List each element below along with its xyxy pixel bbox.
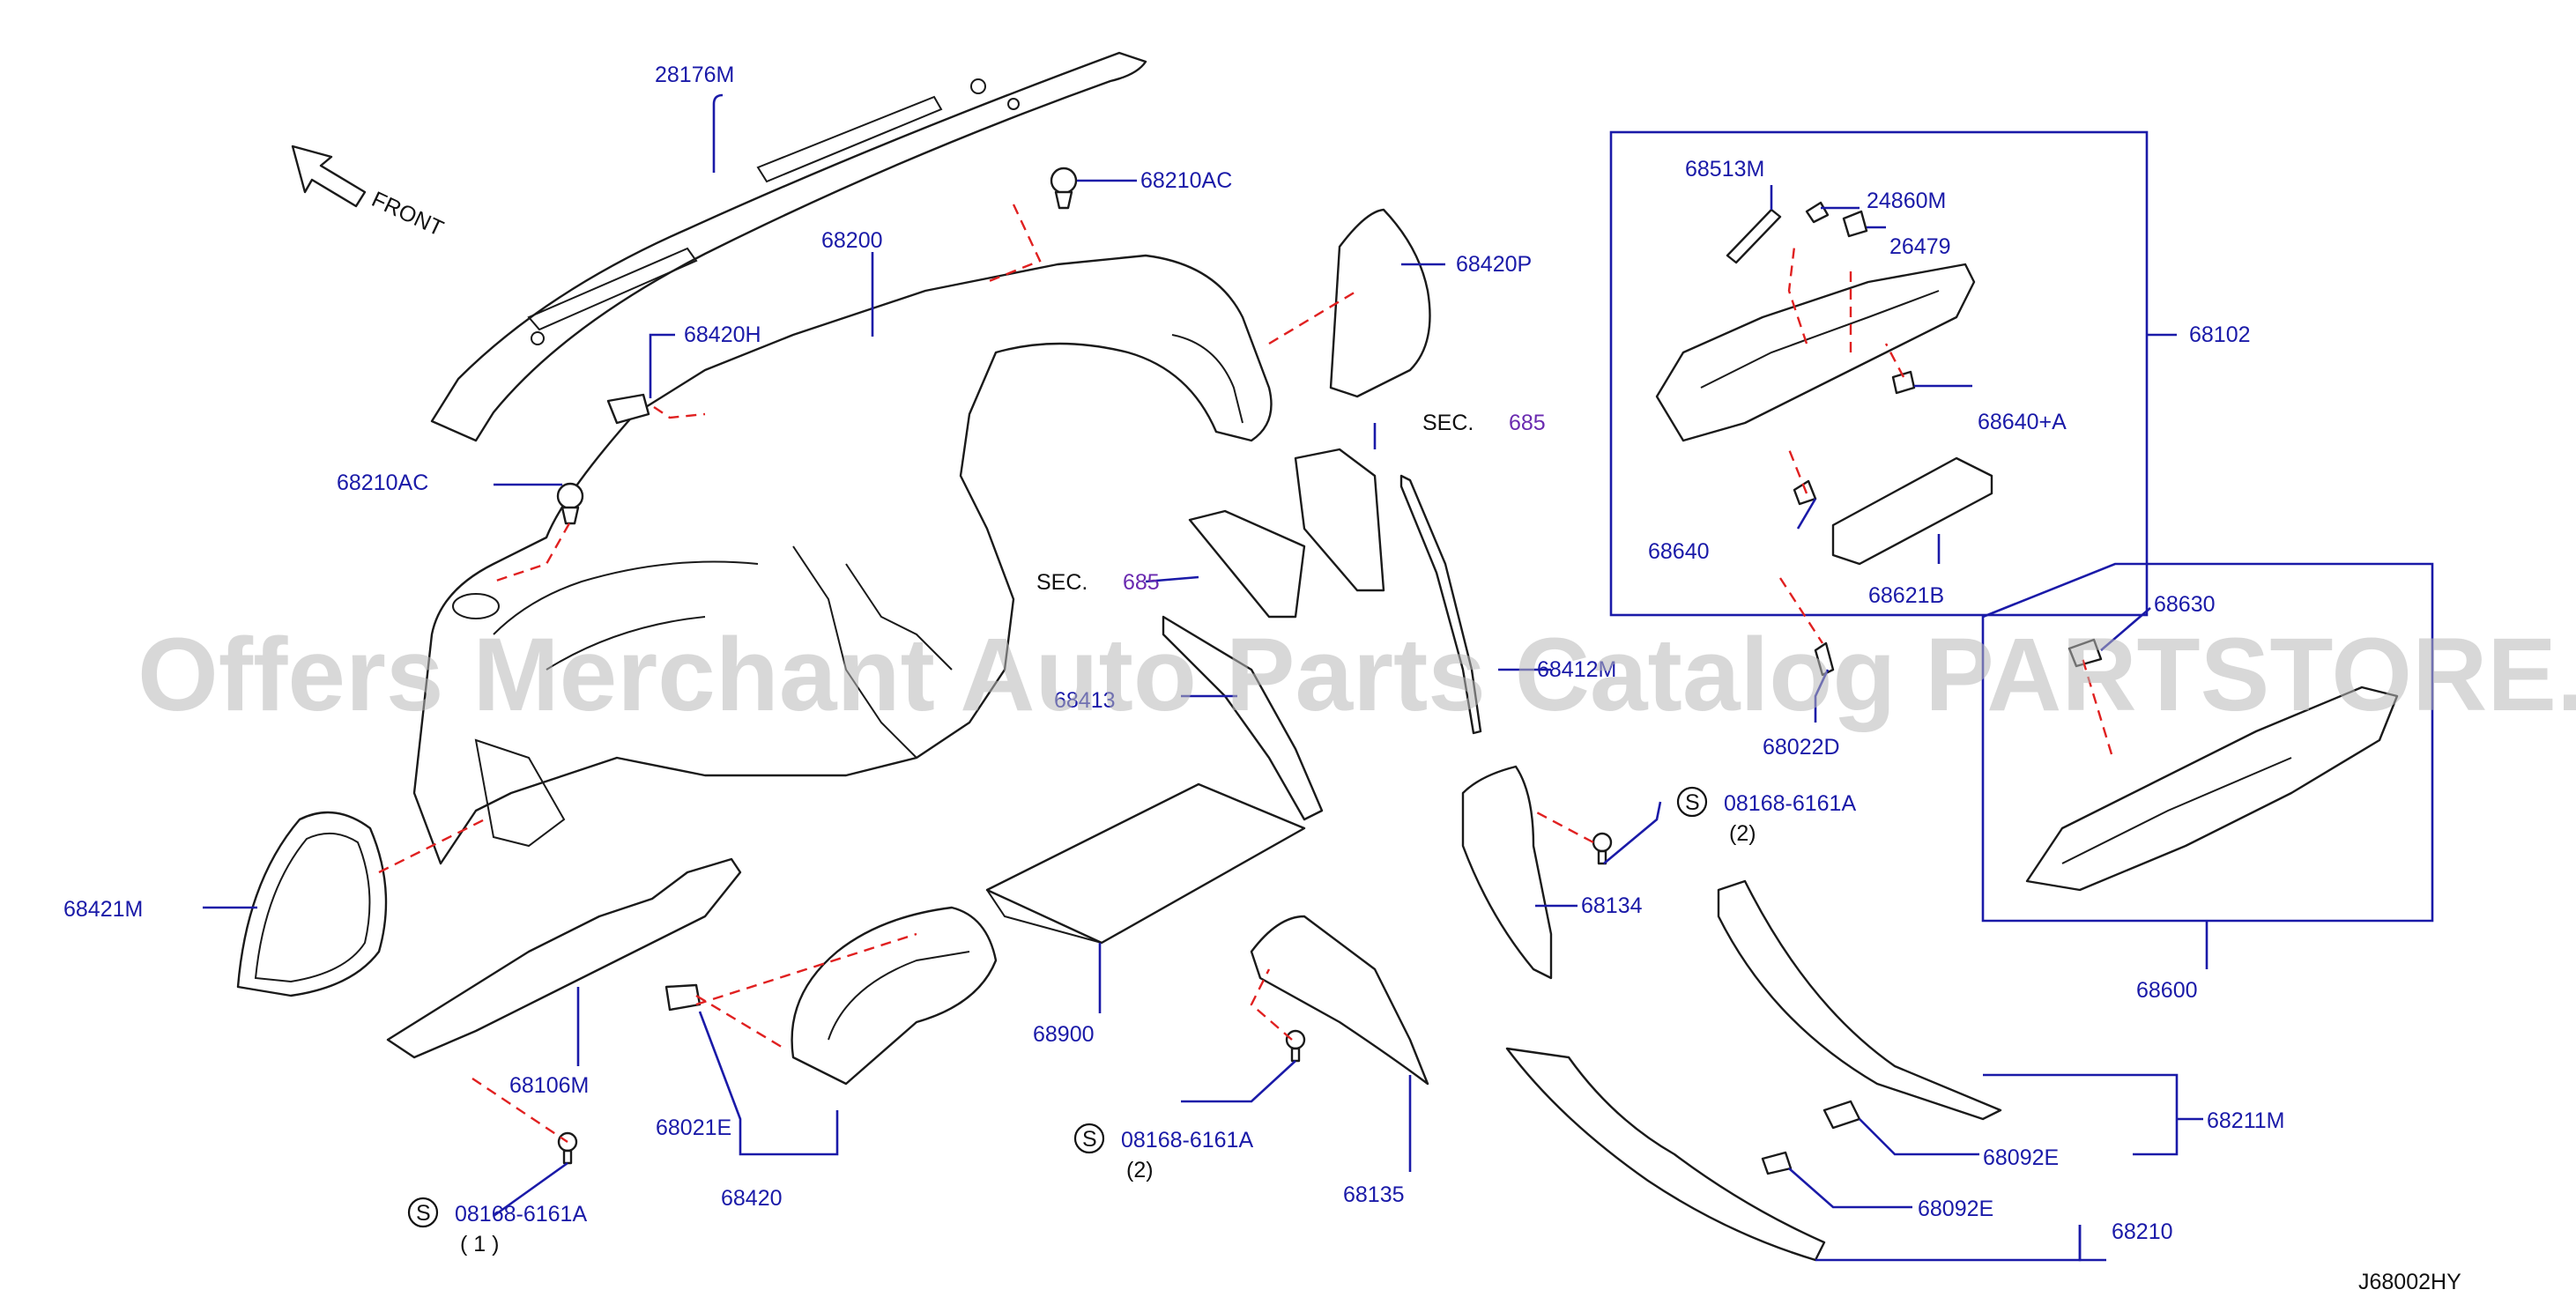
bolt-callout-right: S 08168-6161A (2)	[1676, 786, 1856, 846]
bolt-callout-center: S 08168-6161A (2)	[1073, 1123, 1253, 1182]
clip-68092e-b-part	[1761, 1151, 1793, 1175]
label-68102: 68102	[2189, 322, 2251, 347]
sec-ref-prefix-2: SEC.	[1036, 570, 1088, 595]
label-68513m: 68513M	[1685, 157, 1764, 182]
label-68420: 68420	[721, 1186, 783, 1211]
cluster-lid-68420-part	[791, 906, 998, 1086]
label-68106m: 68106M	[509, 1073, 589, 1098]
bolt-callout-left: S 08168-6161A ( 1 )	[407, 1197, 587, 1256]
label-68092e-b: 68092E	[1918, 1197, 1993, 1221]
trim-68211m-part	[1717, 879, 2002, 1121]
label-68630: 68630	[2154, 592, 2216, 617]
label-68640: 68640	[1648, 539, 1710, 564]
sec-ref-prefix-1: SEC.	[1422, 411, 1474, 435]
bolt-qty-center: (2)	[1126, 1158, 1154, 1182]
bolt-symbol-left: S	[416, 1201, 431, 1226]
label-68211m: 68211M	[2207, 1108, 2285, 1133]
side-panel-68135-part	[1250, 915, 1429, 1086]
bolt-symbol-right: S	[1685, 790, 1700, 815]
glovebox-lid-68600-part	[2025, 686, 2399, 892]
clip-24860m-part	[1805, 201, 1830, 224]
side-panel-68134-part	[1461, 765, 1553, 980]
lower-panel-68106m-part	[386, 857, 742, 1059]
bolt-code-left: 08168-6161A	[455, 1202, 587, 1227]
bolt-center-part	[1285, 1029, 1306, 1063]
label-28176m: 28176M	[655, 63, 734, 87]
rod-68513m-part	[1726, 208, 1782, 264]
label-68210: 68210	[2112, 1219, 2173, 1244]
trim-68413-part	[1162, 615, 1324, 821]
s-symbol-icon	[1073, 1123, 1105, 1154]
bezel-68421m-part	[236, 811, 388, 997]
bolt-symbol-center: S	[1082, 1127, 1097, 1152]
bolt-code-center: 08168-6161A	[1121, 1128, 1253, 1153]
label-68022d: 68022D	[1763, 735, 1840, 760]
trim-68412m-part	[1399, 474, 1482, 735]
label-68421m: 68421M	[63, 897, 143, 922]
front-arrow-icon	[291, 145, 367, 208]
leader-lines	[203, 93, 2209, 1262]
alignment-lines	[378, 204, 2113, 1143]
clip-68210ac-top-part	[1050, 167, 1078, 210]
clip-68021e-part	[664, 983, 702, 1012]
label-68900: 68900	[1033, 1022, 1095, 1047]
clip-68640a-part	[1891, 370, 1916, 395]
catch-68630-part	[2067, 638, 2103, 668]
label-68135: 68135	[1343, 1182, 1405, 1207]
sec-ref-number-1[interactable]: 685	[1509, 411, 1546, 435]
label-68600: 68600	[2136, 978, 2198, 1003]
label-68200: 68200	[821, 228, 883, 253]
defroster-grille-part	[430, 51, 1147, 442]
label-68021e: 68021E	[656, 1116, 731, 1140]
label-68412m: 68412M	[1537, 657, 1616, 682]
duct-sec685-part	[1188, 448, 1385, 619]
label-24860m: 24860M	[1867, 189, 1946, 213]
label-68092e-a: 68092E	[1983, 1145, 2059, 1170]
label-68640a: 68640+A	[1978, 410, 2067, 434]
label-68420h: 68420H	[684, 322, 761, 347]
clip-68420h-part	[606, 393, 650, 425]
clip-68210ac-left-part	[556, 482, 584, 525]
label-68420p: 68420P	[1456, 252, 1532, 277]
clip-68640-part	[1793, 479, 1817, 506]
watermark-text: Offers Merchant Auto Parts Catalog PARTS…	[137, 617, 2576, 733]
glovebox-lid-group-frame	[1981, 562, 2434, 923]
label-68210ac-top: 68210AC	[1140, 168, 1232, 193]
diagram-code: J68002HY	[2358, 1270, 2461, 1294]
label-68413: 68413	[1054, 688, 1116, 713]
front-label: FRONT	[367, 187, 447, 241]
instrument-panel-part	[412, 254, 1273, 865]
bolt-code-right: 08168-6161A	[1724, 791, 1856, 816]
label-68210ac-left: 68210AC	[337, 471, 428, 495]
bolt-qty-left: ( 1 )	[460, 1232, 499, 1256]
clip-68092e-a-part	[1823, 1100, 1861, 1130]
s-symbol-icon	[407, 1197, 439, 1228]
sec-ref-number-2[interactable]: 685	[1123, 570, 1160, 595]
bolt-qty-right: (2)	[1729, 821, 1756, 846]
vent-cover-68420p-part	[1329, 208, 1431, 398]
label-26479: 26479	[1889, 234, 1951, 259]
glovebox-68102-part	[1655, 263, 1976, 442]
clip-68022d-part	[1814, 641, 1835, 677]
s-symbol-icon	[1676, 786, 1708, 818]
glovebox-group-frame	[1609, 130, 2149, 617]
lid-68621b-part	[1831, 456, 1993, 566]
label-68134: 68134	[1581, 893, 1643, 918]
label-68621b: 68621B	[1868, 583, 1944, 608]
clip-26479-part	[1842, 210, 1868, 238]
tray-68900-part	[985, 782, 1306, 945]
